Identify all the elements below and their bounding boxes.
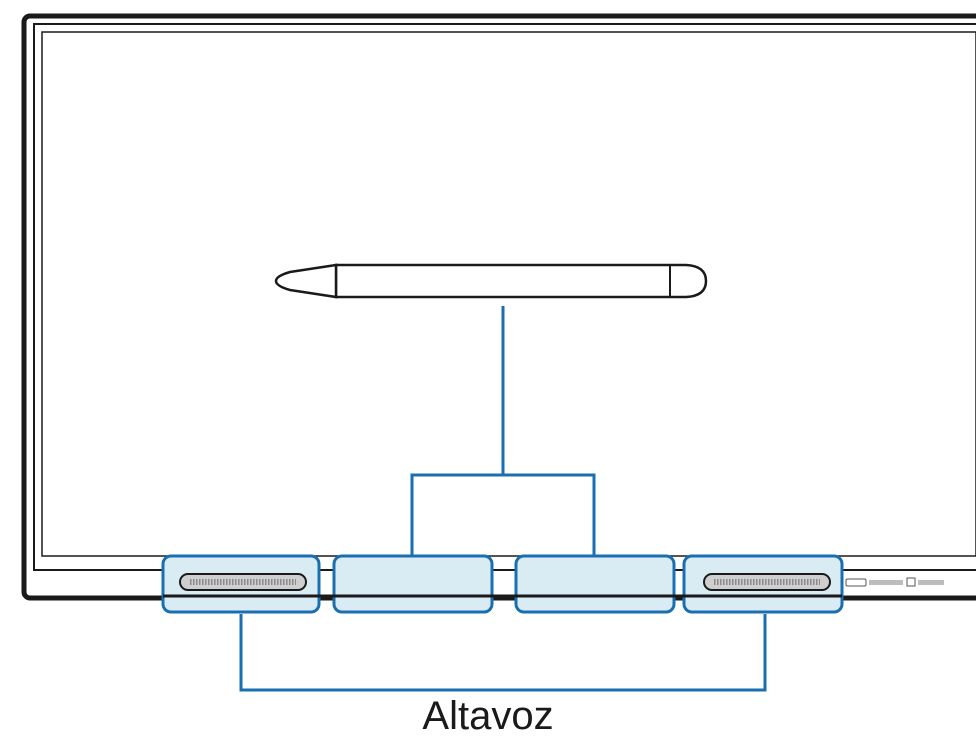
- speaker-grille-right: [703, 573, 831, 591]
- port-usb-icon: [845, 578, 867, 587]
- display-panel: [21, 13, 976, 601]
- pen-callout-lines: [410, 306, 596, 555]
- speaker-box-inner-left: [332, 554, 494, 614]
- stylus-pen-icon: [274, 263, 708, 299]
- speaker-box-inner-right: [514, 554, 676, 614]
- pen-body: [334, 263, 708, 299]
- speaker-callout-bracket: [239, 614, 767, 692]
- pen-callout-bracket: [410, 473, 596, 555]
- port-checkbox-icon: [906, 577, 916, 587]
- port-indicator-1-icon: [869, 580, 903, 585]
- side-port-strip: [845, 577, 944, 587]
- speaker-grille-left: [179, 573, 307, 591]
- port-indicator-2-icon: [918, 580, 944, 585]
- speaker-grilles: [179, 573, 831, 591]
- speaker-caption-label: Altavoz: [422, 694, 554, 738]
- pen-tip: [274, 263, 338, 299]
